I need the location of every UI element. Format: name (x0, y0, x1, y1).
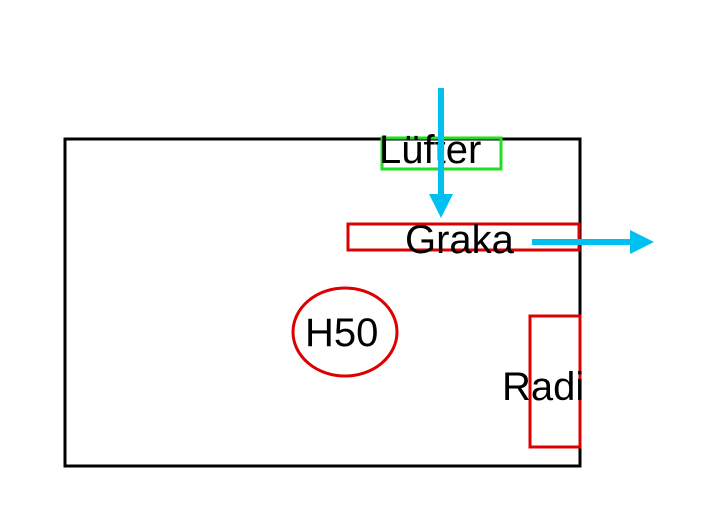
fan-label: Lüfter (379, 128, 481, 172)
radiator-label: Radi (502, 365, 584, 409)
radiator-box (528, 314, 582, 449)
case-outline (63, 137, 582, 468)
gpu-box (346, 222, 581, 252)
gpu-label: Graka (405, 218, 515, 262)
cooler-ellipse (291, 286, 399, 378)
cooler-label: H50 (305, 311, 378, 355)
